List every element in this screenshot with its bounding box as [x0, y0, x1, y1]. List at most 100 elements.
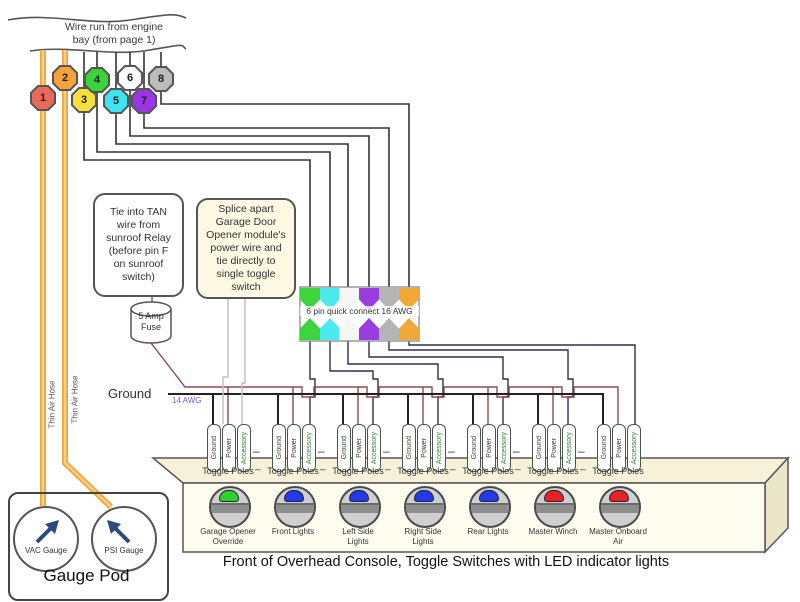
separator: –	[578, 444, 585, 458]
hose-label-2: Thin Air Hose	[70, 375, 80, 424]
switch-label: Front Lights	[271, 527, 315, 536]
switch-label: Master Onboard Air	[589, 527, 647, 546]
toggle-switch[interactable]	[274, 486, 316, 528]
switch-label: Garage Opener Override	[200, 527, 256, 546]
pole-ground: Ground	[207, 424, 221, 472]
separator: –	[513, 444, 520, 458]
switch-label: Master Winch	[528, 527, 578, 536]
pole-ground: Ground	[402, 424, 416, 472]
pole-power: Power	[287, 424, 301, 472]
toggle-switch[interactable]	[469, 486, 511, 528]
fuse-label: 5 Amp Fuse	[138, 311, 164, 332]
connector-label: 6 pin quick connect 16 AWG	[300, 306, 419, 316]
connector-pin	[320, 288, 340, 310]
pole-power: Power	[222, 424, 236, 472]
wire-tag-7: 7	[131, 88, 157, 114]
separator: _	[385, 460, 391, 471]
connector-pin	[339, 318, 359, 340]
separator: _	[320, 460, 326, 471]
toggle-switch[interactable]	[404, 486, 446, 528]
gauge-pod-box	[8, 492, 169, 601]
splice-note: Splice apart Garage Door Opener module's…	[196, 198, 296, 299]
pole-accessory: Accessory	[562, 424, 576, 472]
separator: –	[253, 444, 260, 458]
connector-pin	[359, 288, 379, 310]
toggle-poles-label: Toggle Poles	[462, 466, 514, 476]
connector-pin	[399, 288, 419, 310]
connector-pin	[300, 288, 320, 310]
wire-tag-4: 4	[84, 67, 110, 93]
engine-bay-note: Wire run from engine bay (from page 1)	[64, 21, 164, 46]
hose-label-1: Thin Air Hose	[47, 380, 57, 429]
gauge-needle-icon	[107, 520, 131, 544]
wavy-line-top	[7, 14, 187, 23]
connector-pin	[399, 318, 419, 340]
pole-power: Power	[352, 424, 366, 472]
fuse-cylinder	[130, 301, 172, 344]
toggle-poles-label: Toggle Poles	[202, 466, 254, 476]
separator: –	[318, 444, 325, 458]
toggle-poles-label: Toggle Poles	[332, 466, 384, 476]
separator: _	[580, 460, 586, 471]
connector-pin	[359, 318, 379, 340]
vac-gauge: VAC Gauge	[13, 506, 79, 572]
gauge-label: PSI Gauge	[104, 546, 144, 555]
wavy-line-bottom	[29, 44, 187, 54]
pole-accessory: Accessory	[432, 424, 446, 472]
pole-power: Power	[417, 424, 431, 472]
led-indicator	[349, 490, 369, 502]
wire-tag-5: 5	[103, 88, 129, 114]
separator: –	[448, 444, 455, 458]
separator: _	[255, 460, 261, 471]
connector-pin	[379, 318, 399, 340]
pole-ground: Ground	[532, 424, 546, 472]
console-caption: Front of Overhead Console, Toggle Switch…	[222, 554, 670, 570]
wire-tag-2: 2	[52, 65, 78, 91]
toggle-poles-label: Toggle Poles	[592, 466, 644, 476]
pole-accessory: Accessory	[627, 424, 641, 472]
ground-label: Ground	[108, 386, 152, 401]
led-indicator	[414, 490, 434, 502]
toggle-switch[interactable]	[209, 486, 251, 528]
toggle-switch[interactable]	[534, 486, 576, 528]
wire-tag-8: 8	[148, 66, 174, 92]
gauge-label: VAC Gauge	[24, 546, 68, 555]
separator: _	[450, 460, 456, 471]
pole-ground: Ground	[597, 424, 611, 472]
wire-tag-1: 1	[30, 85, 56, 111]
toggle-switch[interactable]	[339, 486, 381, 528]
gauge-pod-title: Gauge Pod	[43, 566, 130, 585]
led-indicator	[219, 490, 239, 502]
pole-accessory: Accessory	[237, 424, 251, 472]
separator: –	[383, 444, 390, 458]
awg-label: 14 AWG	[172, 396, 202, 405]
toggle-switch[interactable]	[599, 486, 641, 528]
splice-wires	[222, 295, 246, 424]
led-indicator	[479, 490, 499, 502]
connector-pin	[339, 288, 359, 310]
separator: _	[515, 460, 521, 471]
gauge-needle-icon	[35, 520, 59, 544]
pole-accessory: Accessory	[367, 424, 381, 472]
pole-accessory: Accessory	[497, 424, 511, 472]
connector-pin	[300, 318, 320, 340]
switch-label: Rear Lights	[467, 527, 509, 536]
pole-ground: Ground	[467, 424, 481, 472]
led-indicator	[609, 490, 629, 502]
connector-pin	[379, 288, 399, 310]
tan-wire-note: Tie into TAN wire from sunroof Relay (be…	[93, 193, 184, 297]
toggle-poles-label: Toggle Poles	[397, 466, 449, 476]
switch-label: Left Side Lights	[342, 527, 374, 546]
led-indicator	[284, 490, 304, 502]
pole-ground: Ground	[337, 424, 351, 472]
psi-gauge: PSI Gauge	[91, 506, 157, 572]
toggle-poles-label: Toggle Poles	[267, 466, 319, 476]
connector-pin	[320, 318, 340, 340]
pole-ground: Ground	[272, 424, 286, 472]
pole-accessory: Accessory	[302, 424, 316, 472]
toggle-poles-label: Toggle Poles	[527, 466, 579, 476]
pole-power: Power	[547, 424, 561, 472]
pole-power: Power	[482, 424, 496, 472]
switch-label: Right Side Lights	[404, 527, 442, 546]
